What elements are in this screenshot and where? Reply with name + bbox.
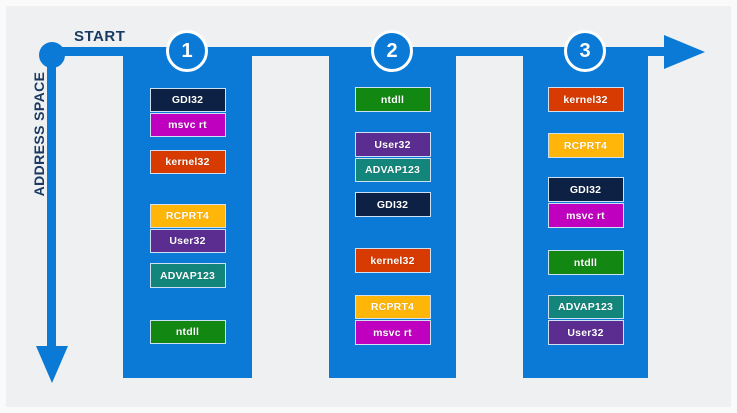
module-block-gdi32: GDI32 — [354, 192, 431, 217]
module-block-msvc-rt: msvc rt — [354, 320, 431, 345]
module-block-ntdll: ntdll — [354, 87, 431, 112]
module-block-user32: User32 — [354, 132, 431, 157]
module-block-advap123: ADVAP123 — [547, 295, 624, 319]
timeline-line — [52, 47, 668, 56]
module-block-rcprt4: RCPRT4 — [354, 295, 431, 319]
timeline-arrow-icon — [664, 35, 705, 69]
module-block-advap123: ADVAP123 — [354, 158, 431, 182]
address-space-axis-line — [47, 52, 56, 348]
address-space-axis-arrow-icon — [36, 346, 68, 383]
module-block-user32: User32 — [149, 229, 226, 253]
step-badge-1: 1 — [166, 30, 208, 72]
module-block-kernel32: kernel32 — [547, 87, 624, 112]
start-dot-icon — [39, 42, 65, 68]
module-block-kernel32: kernel32 — [354, 248, 431, 273]
module-block-rcprt4: RCPRT4 — [149, 204, 226, 228]
step-badge-2: 2 — [371, 30, 413, 72]
module-block-ntdll: ntdll — [149, 320, 226, 344]
address-space-label: ADDRESS SPACE — [31, 71, 47, 197]
module-block-ntdll: ntdll — [547, 250, 624, 275]
step-badge-3: 3 — [564, 30, 606, 72]
module-block-advap123: ADVAP123 — [149, 263, 226, 288]
module-block-msvc-rt: msvc rt — [149, 113, 226, 137]
module-block-msvc-rt: msvc rt — [547, 203, 624, 228]
module-block-user32: User32 — [547, 320, 624, 345]
start-label: START — [74, 28, 126, 45]
module-block-rcprt4: RCPRT4 — [547, 133, 624, 158]
module-block-kernel32: kernel32 — [149, 150, 226, 174]
module-block-gdi32: GDI32 — [547, 177, 624, 202]
module-block-gdi32: GDI32 — [149, 88, 226, 112]
